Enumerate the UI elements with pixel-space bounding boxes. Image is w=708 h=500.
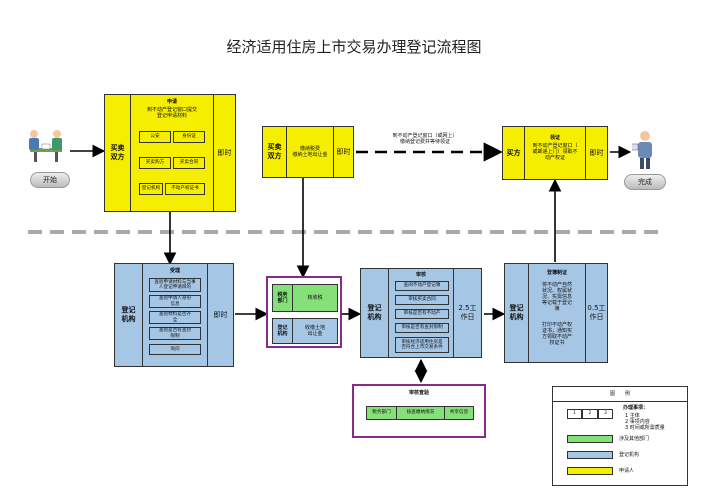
accept-item: 查验申请材料与当事 人登记申请目的: [149, 278, 201, 292]
legend-swatch-blue: [567, 451, 613, 459]
review-item: 审核是否有查封限制: [395, 323, 449, 333]
legend-entry: 申请人: [619, 468, 635, 474]
legend-entry: 涉及其他部门: [619, 436, 650, 442]
check-frame: 审核查验 税务部门 核查缴纳情况 共享信息: [352, 384, 486, 438]
review-role: 登记 机构: [361, 269, 389, 357]
apply-item: 买卖合同: [173, 157, 205, 169]
check-item: 税务部门: [367, 407, 397, 419]
legend-note: 3 时间或所需质量: [625, 425, 665, 431]
apply-item: 登记机构: [139, 183, 163, 195]
accept-item: 查验是否有查封 限制: [149, 327, 201, 340]
collect-timing: 即时: [585, 127, 607, 179]
apply-material-grid: 公安 身份证 买卖购方 买卖合同 登记机构 不动产权证书: [139, 131, 205, 199]
collect-box: 买方 领证 到不动产登记窗口（ 或邮递上门）领取不 动产权证 即时: [502, 126, 608, 180]
review-item: 查阅不动产登记簿: [395, 281, 449, 291]
apply-box: 买卖 双方 申请 到不动产登记窗口提交 登记申请材料 公安 身份证 买卖购方 买…: [104, 94, 236, 212]
check-heading: 审核查验: [408, 390, 429, 396]
apply-timing: 即时: [213, 95, 235, 211]
accept-heading: 受理: [169, 268, 180, 274]
apply-item: 买卖购方: [139, 157, 171, 169]
review-box: 登记 机构 审核 查阅不动产登记簿 审核买卖合同 审核是否有不动产 审核是否有查…: [360, 268, 482, 358]
apply-item: 公安: [139, 131, 171, 143]
collect-role: 买方: [503, 127, 525, 179]
legend-swatch-yellow: [567, 467, 613, 475]
record-timing: 0.5工 作日: [585, 264, 607, 362]
review-item: 审核买卖合同: [395, 295, 449, 305]
legend-entry: 登记机构: [619, 452, 640, 458]
record-desc2: 打印不动产权 证书，通知买 方领取不动产 权证书: [541, 322, 572, 346]
accept-item: 询问: [149, 344, 201, 355]
review-timing: 2.5工 作日: [453, 269, 481, 357]
collect-desc: 到不动产登记窗口（ 或邮递上门）领取不 动产权证: [532, 143, 578, 161]
collect-heading: 领证: [549, 135, 560, 141]
accept-role: 登记 机构: [115, 264, 143, 366]
tax-dept-content: 核收税: [307, 295, 323, 301]
legend-notes-title: 办理事项：: [623, 405, 649, 411]
check-row: 税务部门 核查缴纳情况 共享信息: [366, 406, 474, 420]
accept-timing: 即时: [207, 264, 233, 366]
legend-note: 1 主体: [625, 413, 640, 419]
apply-role: 买卖 双方: [105, 95, 131, 211]
land-fee-box: 登记 机构 收缴土地 出让金: [272, 318, 338, 344]
legend-box-3: 3: [598, 409, 613, 419]
end-node: 完成: [624, 174, 666, 190]
record-desc: 将不动产自然 状况、权属状 况、实需信息 等记载于登记 簿: [541, 282, 572, 312]
apply-heading: 申请: [166, 99, 177, 105]
tax-dept-label: 税务 部门: [273, 285, 293, 311]
legend-box-1: 1: [567, 409, 582, 419]
tax-desc: 缴纳税费 缴纳土地出让金: [292, 146, 328, 158]
people-meeting-icon: [24, 126, 68, 166]
land-fee-label: 登记 机构: [273, 319, 293, 343]
record-role: 登记 机构: [505, 264, 529, 362]
tax-box: 买卖 双方 缴纳税费 缴纳土地出让金 即时: [262, 126, 354, 178]
review-heading: 审核: [415, 272, 426, 278]
accept-item: 查验材料是否齐 全: [149, 311, 201, 324]
review-item: 审核是否有不动产: [395, 309, 449, 319]
check-item: 共享信息: [449, 410, 469, 416]
record-heading: 登簿制证: [546, 270, 567, 276]
tax-timing: 即时: [333, 127, 353, 177]
dashed-note: 到不动产登记窗口（或网上） 缴纳登记费并等待领证: [392, 133, 458, 145]
start-node: 开始: [30, 172, 70, 188]
person-icon: [630, 130, 658, 170]
apply-item: 身份证: [173, 131, 205, 143]
accept-item: 查验申请人身份 信息: [149, 295, 201, 308]
legend: 图 例 1 2 3 办理事项： 1 主体 2 事项内容 3 时间或所需质量 涉及…: [552, 386, 688, 486]
check-item: 核查缴纳情况: [397, 407, 445, 419]
depts-frame: 税务 部门 核收税 登记 机构 收缴土地 出让金: [266, 276, 342, 348]
review-item: 审核经济适用住房是 否符合上市交易条件: [395, 337, 449, 353]
legend-swatch-green: [567, 435, 613, 443]
legend-title: 图 例: [609, 391, 630, 397]
tax-dept-box: 税务 部门 核收税: [272, 284, 338, 312]
legend-note: 2 事项内容: [625, 419, 650, 425]
page-title: 经济适用住房上市交易办理登记流程图: [226, 38, 482, 56]
legend-sample-box: 1 2 3: [567, 409, 613, 419]
record-box: 登记 机构 登簿制证 将不动产自然 状况、权属状 况、实需信息 等记载于登记 簿…: [504, 263, 608, 363]
legend-box-2: 2: [582, 409, 598, 419]
apply-item: 不动产权证书: [165, 183, 205, 195]
accept-box: 登记 机构 受理 查验申请材料与当事 人登记申请目的 查验申请人身份 信息 查验…: [114, 263, 234, 367]
land-fee-content: 收缴土地 出让金: [304, 325, 325, 337]
apply-desc: 到不动产登记窗口提交 登记申请材料: [146, 107, 197, 119]
tax-role: 买卖 双方: [263, 127, 287, 177]
